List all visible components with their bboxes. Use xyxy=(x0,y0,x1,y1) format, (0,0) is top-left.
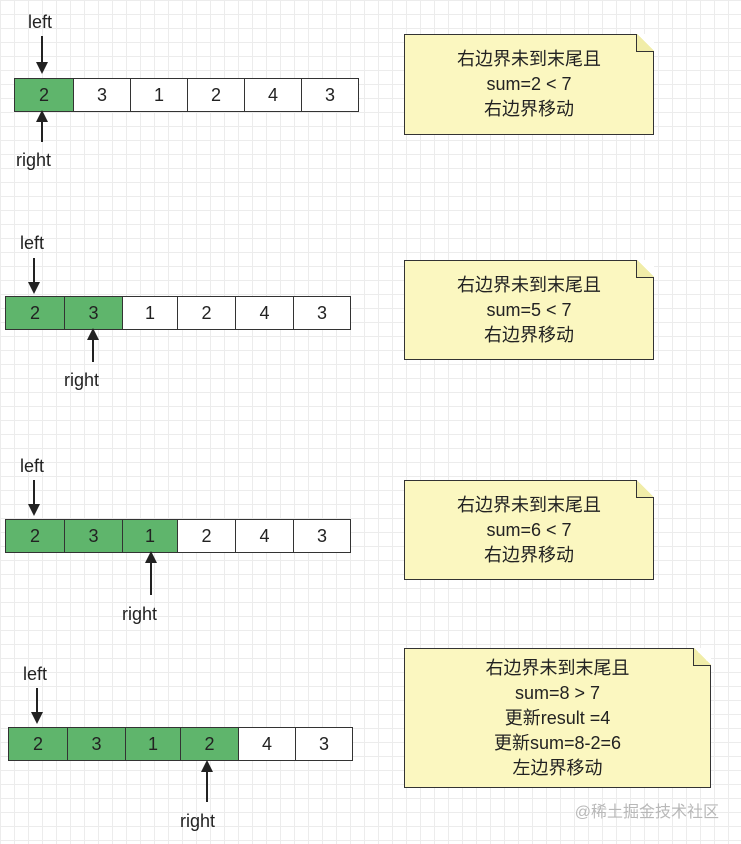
array-cell: 2 xyxy=(9,728,67,760)
watermark: @稀土掘金技术社区 xyxy=(574,804,719,821)
number-array: 2 3 1 2 4 3 xyxy=(5,296,351,330)
array-cell: 3 xyxy=(64,520,122,552)
right-pointer-label: right xyxy=(64,370,100,390)
number-array: 2 3 1 2 4 3 xyxy=(14,78,359,112)
note-fold-corner xyxy=(693,648,711,666)
array-cell: 2 xyxy=(187,79,244,111)
right-pointer-arrow xyxy=(145,551,157,595)
array-cell: 4 xyxy=(238,728,295,760)
note-line: 右边界移动 xyxy=(484,99,574,119)
left-pointer-label: left xyxy=(20,456,45,476)
note-line: 右边界未到末尾且 xyxy=(485,657,630,678)
array-cell: 3 xyxy=(67,728,125,760)
array-cell: 3 xyxy=(293,520,350,552)
array-cell: 4 xyxy=(244,79,301,111)
array-cell: 2 xyxy=(6,297,64,329)
left-pointer-arrow xyxy=(36,36,48,74)
right-pointer-arrow xyxy=(201,760,213,802)
left-pointer-label: left xyxy=(23,664,48,684)
note-line: sum=2 < 7 xyxy=(486,74,572,94)
note-line: 右边界未到末尾且 xyxy=(457,274,601,295)
right-pointer-label: right xyxy=(122,604,158,624)
left-pointer-arrow xyxy=(28,258,40,294)
note-line: 更新result =4 xyxy=(504,707,611,728)
left-pointer-label: left xyxy=(20,233,45,253)
array-cell: 4 xyxy=(235,297,293,329)
array-cell: 2 xyxy=(177,520,235,552)
array-cell: 1 xyxy=(130,79,187,111)
note-line: sum=8 > 7 xyxy=(514,682,601,703)
note-line: sum=5 < 7 xyxy=(486,299,572,320)
explanation-note: 右边界未到末尾且 sum=6 < 7 右边界移动 xyxy=(404,480,654,580)
note-line: 右边界未到末尾且 xyxy=(457,494,601,515)
array-cell: 3 xyxy=(64,297,122,329)
array-cell: 3 xyxy=(295,728,352,760)
note-line: 左边界移动 xyxy=(512,757,603,778)
array-cell: 1 xyxy=(122,297,177,329)
note-line: 右边界移动 xyxy=(484,324,574,345)
left-pointer-arrow xyxy=(31,688,43,724)
array-cell: 2 xyxy=(6,520,64,552)
right-pointer-arrow xyxy=(36,110,48,142)
array-cell: 3 xyxy=(301,79,358,111)
array-cell: 1 xyxy=(122,520,177,552)
note-fold-corner xyxy=(636,260,654,278)
explanation-note: 右边界未到末尾且 sum=2 < 7 右边界移动 xyxy=(404,34,654,135)
note-fold-corner xyxy=(636,34,654,52)
note-fold-corner xyxy=(636,480,654,498)
array-cell: 2 xyxy=(15,79,73,111)
note-line: 右边界移动 xyxy=(484,544,574,565)
note-line: 右边界未到末尾且 xyxy=(457,49,601,69)
explanation-note: 右边界未到末尾且 sum=8 > 7 更新result =4 更新sum=8-2… xyxy=(404,648,711,788)
right-pointer-label: right xyxy=(16,150,52,170)
left-pointer-label: left xyxy=(28,12,53,32)
array-cell: 2 xyxy=(180,728,238,760)
array-cell: 4 xyxy=(235,520,293,552)
number-array: 2 3 1 2 4 3 xyxy=(5,519,351,553)
right-pointer-label: right xyxy=(180,811,216,831)
left-pointer-arrow xyxy=(28,480,40,516)
array-cell: 3 xyxy=(73,79,130,111)
right-pointer-arrow xyxy=(87,328,99,362)
array-cell: 2 xyxy=(177,297,235,329)
array-cell: 3 xyxy=(293,297,350,329)
note-line: sum=6 < 7 xyxy=(486,519,572,540)
array-cell: 1 xyxy=(125,728,180,760)
note-line: 更新sum=8-2=6 xyxy=(493,732,622,753)
number-array: 2 3 1 2 4 3 xyxy=(8,727,353,761)
explanation-note: 右边界未到末尾且 sum=5 < 7 右边界移动 xyxy=(404,260,654,360)
